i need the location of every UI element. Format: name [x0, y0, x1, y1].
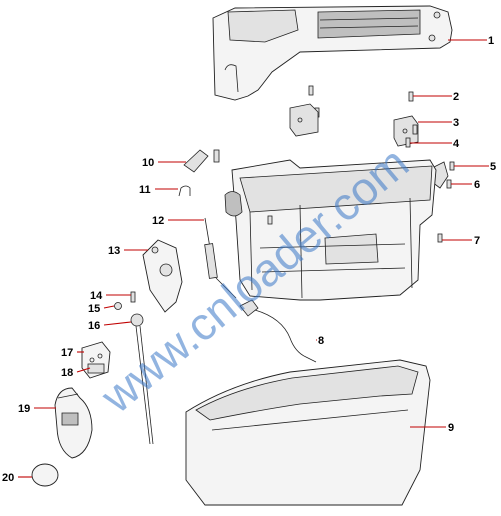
part-1-armrest-cover [212, 5, 453, 101]
part-9-bottom-tray [185, 359, 431, 506]
part-11-spring-clip [178, 185, 191, 197]
callout-20: 20 [2, 472, 14, 484]
callout-11: 11 [139, 184, 151, 196]
callout-9: 9 [448, 422, 454, 434]
callout-12: 12 [152, 215, 164, 227]
part-15-nut [114, 302, 122, 310]
callout-14: 14 [90, 290, 103, 302]
callout-3: 3 [453, 117, 459, 129]
part-8-cable [239, 299, 317, 363]
part-2-screw [308, 85, 414, 118]
callout-8: 8 [318, 335, 324, 347]
callout-17: 17 [61, 347, 73, 359]
part-5-screw [449, 161, 455, 171]
leader-lines [18, 39, 489, 478]
callout-16: 16 [88, 320, 100, 332]
callout-10: 10 [142, 157, 154, 169]
part-20-round-cap [31, 463, 59, 487]
part-18-connector [87, 363, 105, 374]
callout-19: 19 [18, 403, 30, 415]
callout-18: 18 [61, 367, 73, 379]
callout-4: 4 [453, 138, 460, 150]
part-14-screw [130, 291, 136, 303]
callout-6: 6 [474, 179, 480, 191]
part-16-release-rod [130, 313, 154, 445]
part-3-hinge-bracket [289, 103, 419, 147]
callout-labels: 1 2 3 4 5 6 7 8 9 10 11 12 13 14 15 16 1… [2, 35, 496, 484]
part-19-release-button [54, 387, 93, 459]
callout-7: 7 [474, 235, 480, 247]
callout-2: 2 [453, 91, 459, 103]
part-7-storage-housing [224, 159, 443, 301]
part-10-lock-cylinder [183, 149, 220, 173]
part-12-gas-spring [204, 217, 237, 299]
callout-5: 5 [490, 161, 496, 173]
callout-15: 15 [88, 303, 100, 315]
part-13-lever-plate [142, 239, 183, 313]
callout-1: 1 [488, 35, 494, 47]
callout-13: 13 [108, 245, 120, 257]
